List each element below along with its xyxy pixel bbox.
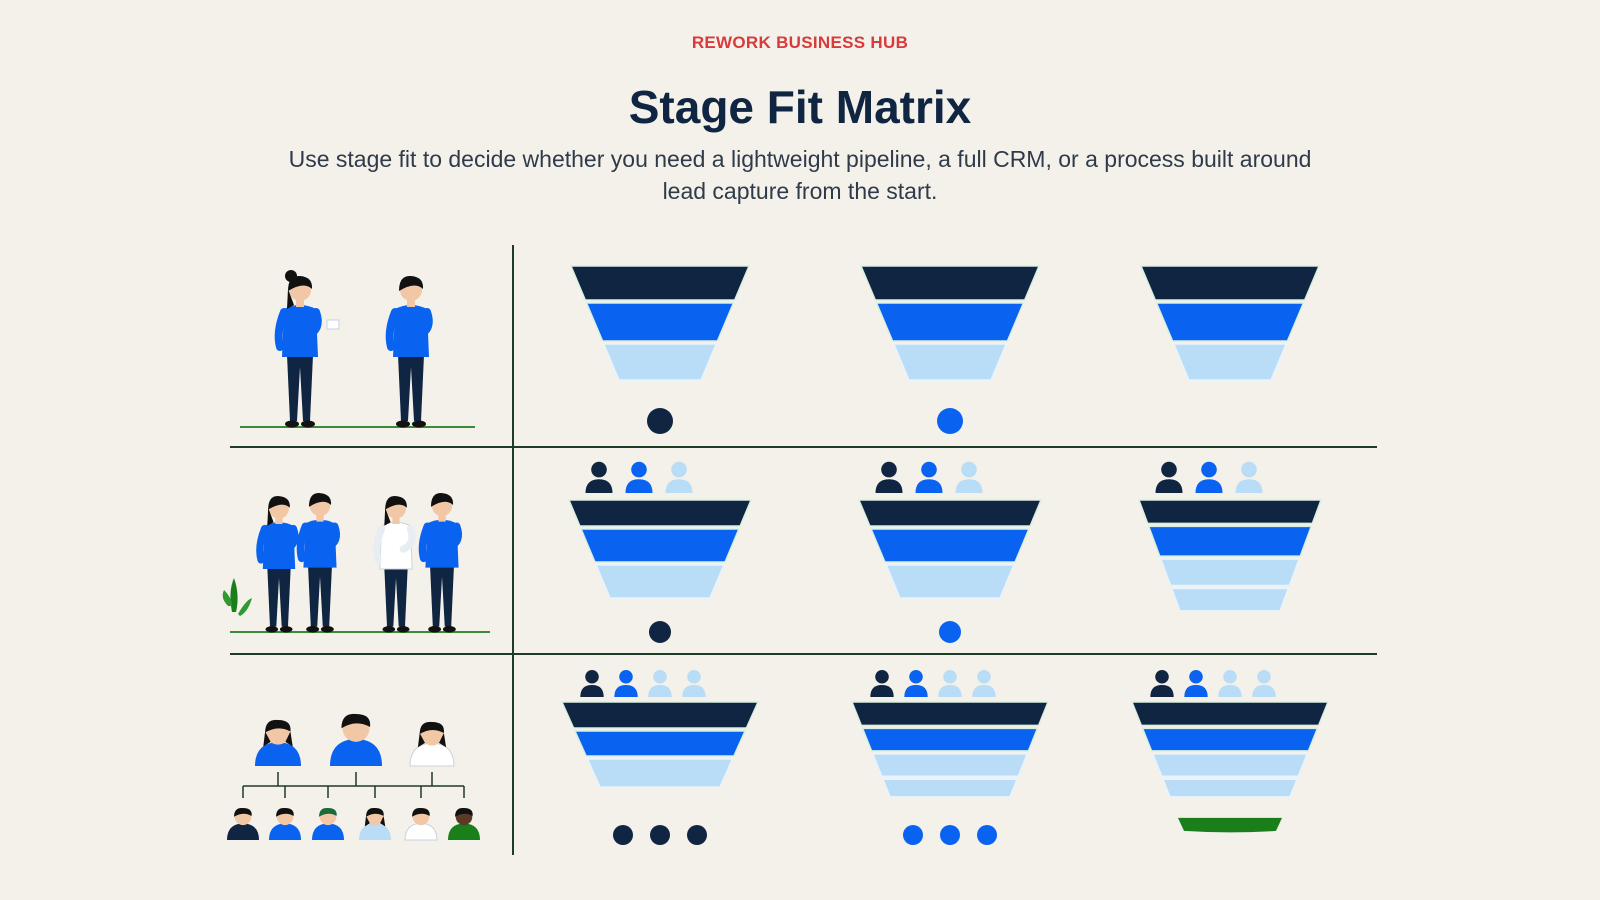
person-figure [256,496,299,633]
user-icon [1155,461,1183,493]
funnel-stage [585,302,735,342]
user-icon [972,669,996,697]
status-dot [687,825,707,845]
person-bust [255,719,301,766]
person-bust [227,807,259,840]
user-icon [682,669,706,697]
person-figure [385,275,433,428]
user-icon [1252,669,1276,697]
funnel-stage [881,778,1019,798]
funnel-stage [859,265,1041,301]
funnel-stage [586,758,734,788]
funnel-stage [1172,343,1288,381]
person-figure [418,493,463,633]
matrix-cell [569,265,751,434]
funnel-stage [569,265,751,301]
user-icon [915,461,943,493]
status-dot [977,825,997,845]
user-icon [614,669,638,697]
user-icon [1218,669,1242,697]
user-icon [665,461,693,493]
status-dot [937,408,963,434]
funnel-stage [870,528,1030,563]
user-icon [938,669,962,697]
funnel-stage [885,564,1015,599]
page-subtitle: Use stage fit to decide whether you need… [288,146,1312,204]
funnel-stage [875,302,1025,342]
funnel-stage [1141,727,1319,752]
person-bust [448,807,480,840]
funnel-stage [850,701,1050,727]
person-figure [274,270,322,428]
funnel-stage [1139,265,1321,301]
funnel-stage [567,499,753,527]
plant-icon [222,578,252,616]
user-icon [1184,669,1208,697]
status-dot [940,825,960,845]
funnel-stage [580,528,740,563]
person-bust [269,807,301,840]
funnel-stage [560,701,760,729]
user-icon [625,461,653,493]
matrix-cell [560,669,760,845]
person-bust [330,713,382,766]
funnel-stage [595,564,725,599]
person-bust [359,807,391,840]
funnel-stage [861,727,1039,752]
matrix-cell [1139,265,1321,381]
user-icon [1150,669,1174,697]
funnel-stage [857,499,1043,527]
user-icon [648,669,672,697]
funnel-stage [573,730,747,757]
status-dot [650,825,670,845]
document-icon [326,319,340,330]
user-icon [955,461,983,493]
funnel-stage [1155,302,1305,342]
person-figure [296,493,341,633]
funnel-stage [1130,701,1330,727]
status-dot [647,408,673,434]
matrix-cell [567,461,753,643]
funnel-stage [1151,753,1309,778]
matrix-cell [857,461,1043,643]
funnel-stage [1170,587,1290,612]
brand-label: REWORK BUSINESS HUB [691,33,909,52]
org-chart-connectors [242,772,465,798]
person-bust [409,721,455,767]
person-bust [312,807,344,840]
person-figure [373,496,416,633]
matrix-cell [1137,461,1323,612]
funnel-base [1178,817,1282,833]
matrix-cell [850,669,1050,845]
status-dot [613,825,633,845]
person-bust [404,807,438,841]
funnel-stage [1161,778,1299,798]
user-icon [875,461,903,493]
funnel-stage [1159,558,1301,587]
user-icon [904,669,928,697]
status-dot [903,825,923,845]
status-dot [939,621,961,643]
matrix-cell [859,265,1041,434]
page-title: Stage Fit Matrix [628,81,972,133]
user-icon [1195,461,1223,493]
matrix-cell [1130,669,1330,833]
funnel-stage [602,343,718,381]
status-dot [649,621,671,643]
funnel-stage [1137,499,1323,525]
user-icon [585,461,613,493]
funnel-stage [871,753,1029,778]
user-icon [580,669,604,697]
user-icon [1235,461,1263,493]
funnel-stage [1147,525,1313,557]
funnel-stage [892,343,1008,381]
user-icon [870,669,894,697]
